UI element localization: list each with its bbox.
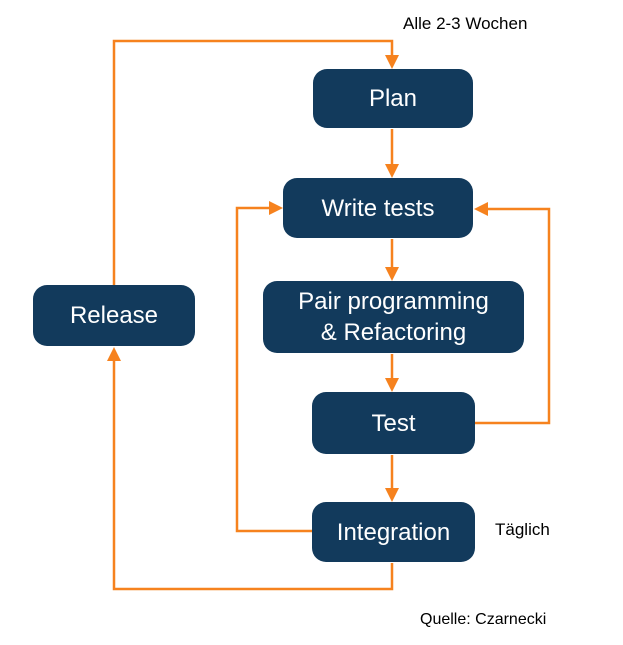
pair-programming-label-line2: & Refactoring — [320, 319, 467, 346]
integration-label: Integration — [336, 518, 451, 546]
daily-label: Täglich — [495, 520, 550, 539]
pair-programming-label-line1: Pair programming — [298, 288, 489, 315]
write-tests-box: Write tests — [283, 178, 473, 238]
plan-box: Plan — [313, 69, 473, 128]
edge-integration-to-release — [107, 347, 394, 591]
release-box: Release — [33, 285, 195, 346]
edge-release-to-plan — [112, 39, 399, 285]
source-credit-label: Quelle: Czarnecki — [420, 611, 547, 628]
test-box: Test — [312, 392, 475, 454]
write-tests-label: Write tests — [321, 194, 435, 222]
pair-programming-box: Pair programming & Refactoring — [263, 281, 524, 353]
edge-test-to-write-tests — [474, 202, 551, 425]
plan-label: Plan — [368, 85, 418, 112]
test-label: Test — [371, 409, 416, 437]
edge-integration-to-write-tests — [235, 201, 312, 533]
integration-box: Integration — [312, 502, 475, 562]
release-label: Release — [69, 302, 159, 329]
cycle-duration-label: Alle 2-3 Wochen — [403, 14, 528, 33]
